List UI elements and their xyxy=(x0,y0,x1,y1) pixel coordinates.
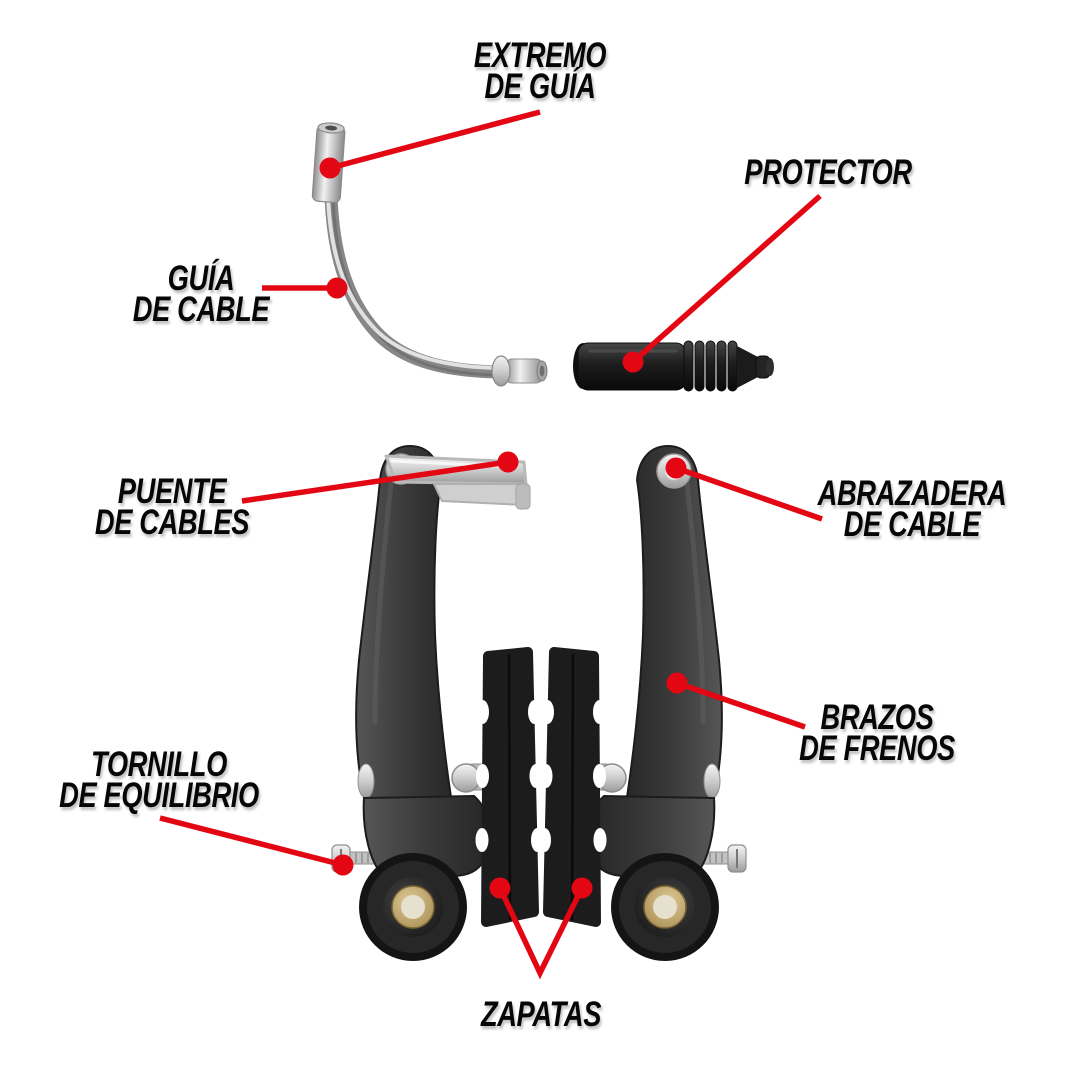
dot-puente-de-cables xyxy=(497,451,519,473)
cable-guide-tip xyxy=(491,355,548,387)
leader-extremo-de-guia xyxy=(329,109,541,171)
leader-protector xyxy=(631,193,822,365)
dot-brazos-de-frenos xyxy=(666,672,688,694)
label-puente-de-cables: PUENTE DE CABLES xyxy=(94,472,250,542)
leader-tornillo-de-equilibrio xyxy=(159,815,344,868)
brake-pad-right xyxy=(538,647,607,927)
dot-protector xyxy=(622,351,644,373)
dot-extremo-de-guia xyxy=(319,157,341,179)
protector-illustration xyxy=(573,340,774,392)
brake-arm-left xyxy=(331,444,491,961)
leader-lines xyxy=(159,109,823,980)
leader-puente-de-cables xyxy=(241,459,509,504)
protector-ribs xyxy=(683,340,738,392)
label-extremo-de-guia: EXTREMO DE GUÍA xyxy=(473,36,607,106)
dot-tornillo-de-equilibrio xyxy=(332,854,354,876)
dot-abrazadera-de-cable xyxy=(665,457,687,479)
pivot-boss xyxy=(359,853,467,961)
leader-brazos-de-frenos xyxy=(676,680,806,730)
dot-zapata-left xyxy=(489,877,511,899)
brake-arm-right xyxy=(589,446,746,961)
label-guia-de-cable: GUÍA DE CABLE xyxy=(132,259,270,329)
dot-zapata-right xyxy=(571,877,593,899)
leader-zapatas xyxy=(497,886,585,980)
label-tornillo-de-equilibrio: TORNILLO DE EQUILIBRIO xyxy=(59,745,259,815)
dot-guia-de-cable xyxy=(326,277,348,299)
label-protector: PROTECTOR xyxy=(744,153,912,192)
label-brazos-de-frenos: BRAZOS DE FRENOS xyxy=(799,698,955,768)
leader-abrazadera-de-cable xyxy=(675,465,823,522)
label-abrazadera-de-cable: ABRAZADERA DE CABLE xyxy=(817,474,1007,544)
label-zapatas: ZAPATAS xyxy=(480,995,602,1034)
leader-dots xyxy=(319,157,688,899)
brake-pad-left xyxy=(475,647,544,927)
